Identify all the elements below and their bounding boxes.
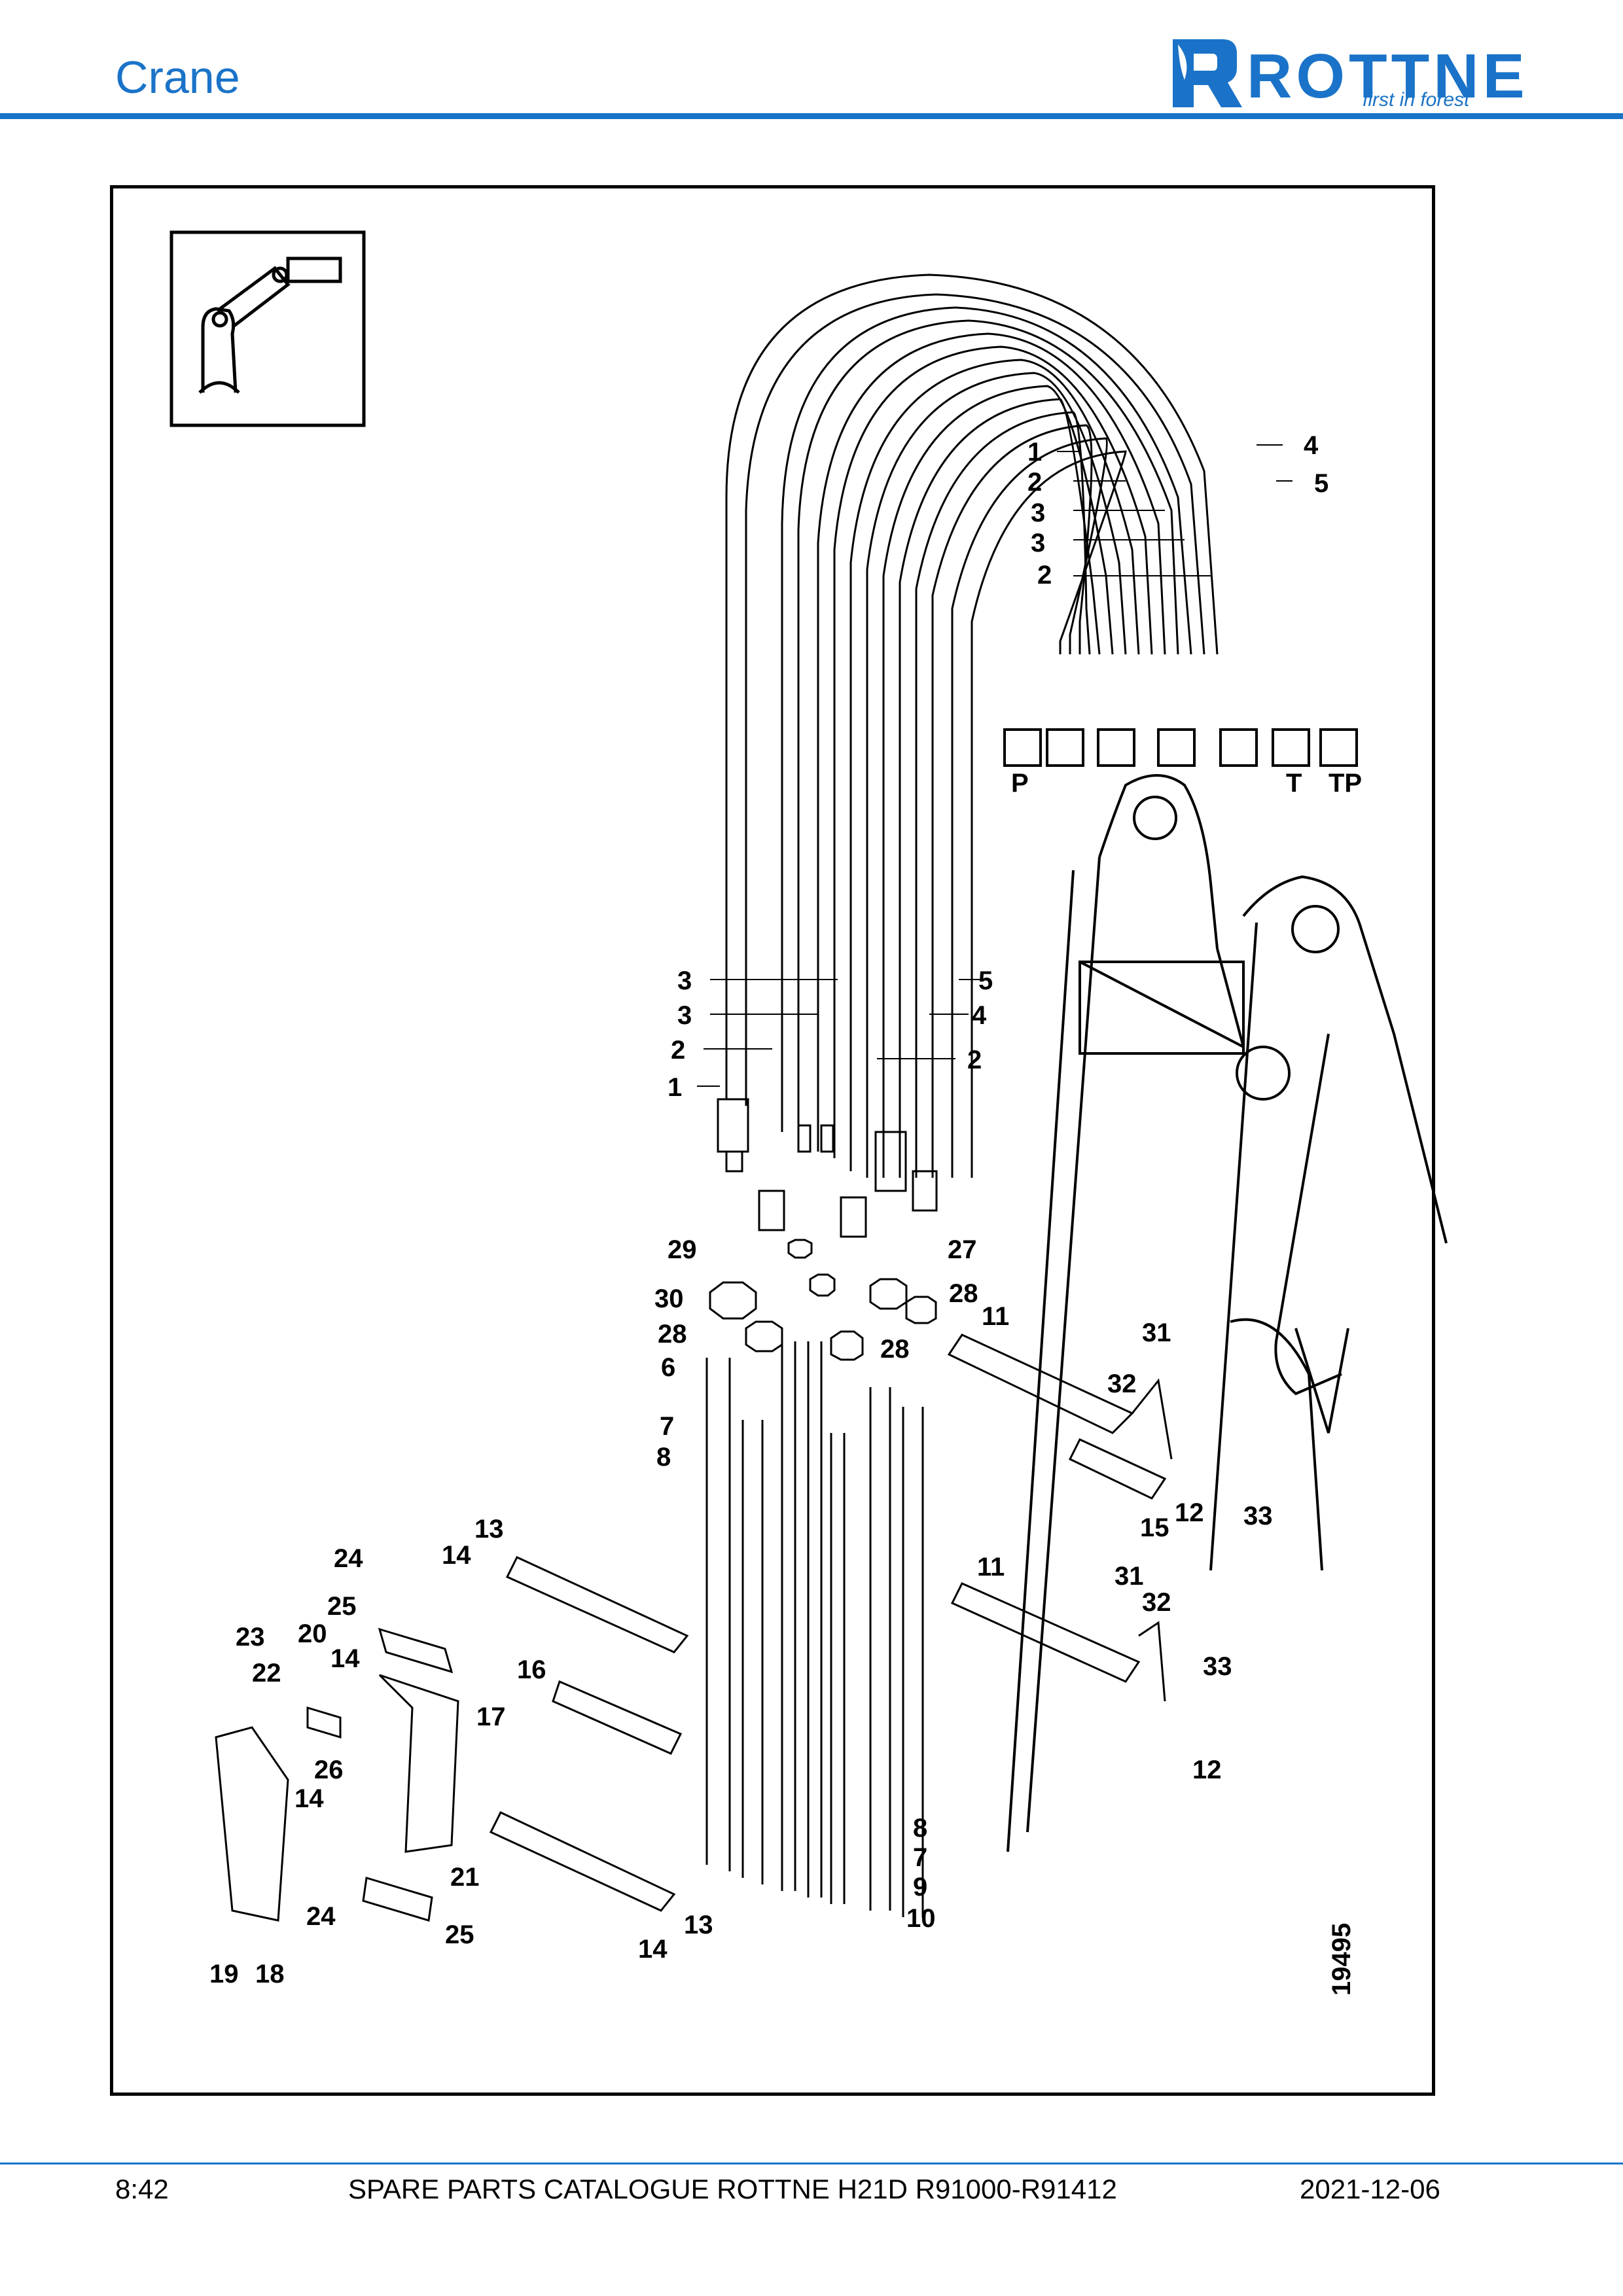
catalogue-title: SPARE PARTS CATALOGUE ROTTNE H21D R91000… — [348, 2174, 1117, 2204]
callout-33: 33 — [1243, 1502, 1273, 1530]
callout-7: 7 — [660, 1412, 674, 1441]
callout-25: 25 — [327, 1592, 357, 1621]
callout-24b: 24 — [306, 1902, 336, 1931]
callout-3c: 3 — [677, 966, 692, 995]
rottne-logo — [1173, 39, 1242, 107]
callout-23: 23 — [236, 1623, 265, 1651]
symbol-label-t: T — [1286, 769, 1302, 798]
callout-14c: 14 — [294, 1784, 324, 1813]
callout-12: 12 — [1175, 1498, 1204, 1527]
callout-15: 15 — [1140, 1513, 1169, 1542]
symbol-label-tp: TP — [1329, 769, 1362, 798]
callout-11b: 11 — [977, 1553, 1005, 1581]
steel-pipes — [705, 1341, 924, 1917]
function-symbols — [1003, 728, 1358, 767]
callout-9: 9 — [913, 1873, 927, 1901]
callout-28: 28 — [949, 1279, 978, 1308]
callout-3d: 3 — [677, 1001, 692, 1030]
callout-1b: 1 — [668, 1073, 682, 1102]
callout-2d: 2 — [967, 1046, 982, 1074]
callout-29: 29 — [668, 1235, 697, 1264]
callout-14d: 14 — [638, 1935, 668, 1964]
callout-2b: 2 — [1037, 561, 1052, 590]
footer-rule — [0, 2163, 1623, 2164]
callout-24: 24 — [334, 1544, 363, 1573]
callout-1: 1 — [1027, 438, 1042, 467]
callout-31: 31 — [1142, 1318, 1171, 1347]
callout-14: 14 — [442, 1541, 471, 1570]
crane-boom — [1007, 774, 1448, 1852]
callout-11: 11 — [982, 1302, 1009, 1331]
page-number: 8:42 — [115, 2174, 169, 2204]
symbol-label-p: P — [1011, 769, 1029, 798]
hose-clamp-bars — [489, 1333, 1167, 1912]
callout-4: 4 — [1304, 431, 1319, 460]
callout-5: 5 — [1314, 469, 1329, 498]
figure-number: 19495 — [1327, 1923, 1356, 1996]
callout-32: 32 — [1107, 1369, 1137, 1398]
callout-16: 16 — [517, 1655, 546, 1684]
callout-7b: 7 — [913, 1843, 927, 1872]
callout-2: 2 — [1027, 468, 1042, 497]
callout-6: 6 — [661, 1353, 675, 1382]
callout-4b: 4 — [972, 1001, 987, 1030]
callout-28b: 28 — [658, 1320, 687, 1349]
brand-tagline: first in forest — [1363, 89, 1470, 111]
callout-31b: 31 — [1115, 1562, 1144, 1591]
header-rule — [0, 113, 1623, 119]
diagram-frame — [110, 185, 1435, 2096]
callout-10: 10 — [906, 1904, 936, 1933]
callout-2c: 2 — [671, 1036, 685, 1065]
callout-25b: 25 — [445, 1920, 474, 1949]
logo-emblem — [1173, 39, 1242, 107]
callout-30: 30 — [654, 1284, 684, 1313]
section-title: Crane — [115, 52, 240, 103]
callout-13: 13 — [474, 1515, 504, 1544]
callout-12b: 12 — [1192, 1756, 1222, 1784]
crane-arm-icon — [169, 230, 366, 427]
callout-27: 27 — [948, 1235, 977, 1264]
callout-18: 18 — [255, 1960, 285, 1988]
leader-lines — [697, 444, 1293, 1087]
callout-5b: 5 — [978, 966, 993, 995]
callout-33b: 33 — [1203, 1652, 1232, 1681]
bracket-assembly — [215, 1378, 1173, 1922]
callout-3b: 3 — [1031, 529, 1045, 557]
callout-labels: 1 2 3 3 2 4 5 3 3 2 1 5 4 2 29 27 30 28 … — [209, 431, 1362, 1996]
callout-32b: 32 — [1142, 1588, 1171, 1617]
callout-8: 8 — [656, 1443, 671, 1472]
callout-20: 20 — [298, 1619, 327, 1648]
catalogue-date: 2021-12-06 — [1300, 2174, 1440, 2204]
callout-13b: 13 — [684, 1911, 713, 1939]
callout-19: 19 — [209, 1960, 239, 1988]
logo-emblem-leaf — [1178, 44, 1187, 80]
callout-17: 17 — [476, 1703, 506, 1731]
hose-bundle — [725, 274, 1219, 1178]
callout-26: 26 — [314, 1756, 344, 1784]
callout-28c: 28 — [880, 1335, 910, 1364]
crane-arm-icon-drawing — [198, 256, 342, 394]
callout-3: 3 — [1031, 499, 1045, 527]
callout-14b: 14 — [330, 1644, 360, 1673]
callout-22: 22 — [252, 1659, 281, 1687]
callout-21: 21 — [450, 1863, 480, 1892]
brand-name: ROTTNE — [1247, 41, 1529, 111]
callout-8b: 8 — [913, 1814, 927, 1843]
hose-fittings — [717, 1098, 938, 1238]
